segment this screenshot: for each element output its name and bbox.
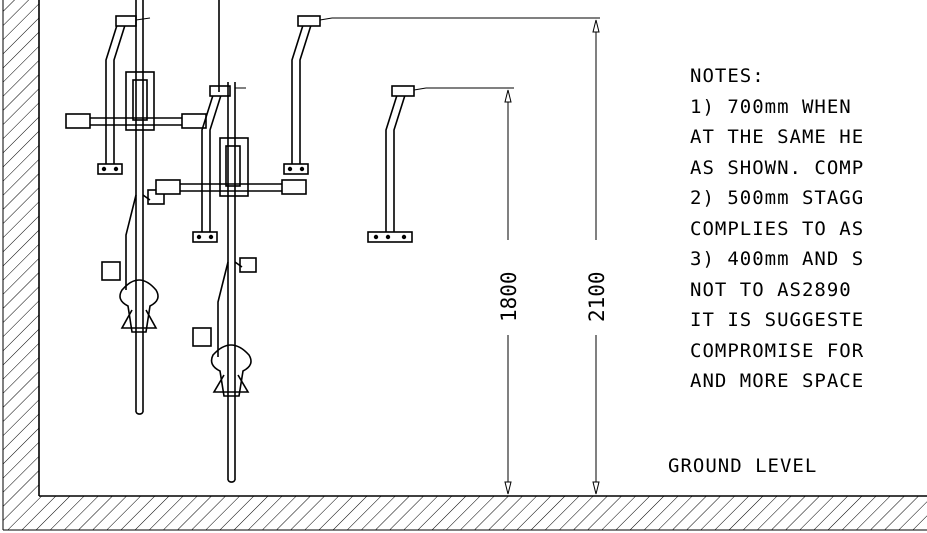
note-line: IT IS SUGGESTE xyxy=(690,309,864,331)
ground-hatch xyxy=(3,495,927,531)
hanging-bike-2 xyxy=(155,0,307,483)
dimension-1800-label: 1800 xyxy=(497,271,521,322)
wall-rack-1 xyxy=(97,15,151,175)
notes-heading: NOTES: xyxy=(690,65,765,87)
note-line: 2) 500mm STAGG xyxy=(690,187,864,209)
ground-level-label: GROUND LEVEL xyxy=(668,455,817,477)
note-line: AND MORE SPACE xyxy=(690,370,864,392)
notes-block: NOTES: 1) 700mm WHEN AT THE SAME HE AS S… xyxy=(690,65,864,392)
dimension-1800: 1800 xyxy=(497,89,521,495)
wall-rack-2 xyxy=(192,85,231,243)
wall-hatch xyxy=(2,0,40,530)
note-line: 3) 400mm AND S xyxy=(690,248,864,270)
note-line: COMPROMISE FOR xyxy=(690,340,864,362)
note-line: AT THE SAME HE xyxy=(690,126,864,148)
note-line: NOT TO AS2890 xyxy=(690,279,852,301)
note-line: AS SHOWN. COMP xyxy=(690,157,864,179)
note-line: 1) 700mm WHEN xyxy=(690,96,852,118)
note-line: COMPLIES TO AS xyxy=(690,218,864,240)
dimension-2100-label: 2100 xyxy=(585,271,609,322)
hanging-bike-1 xyxy=(65,0,207,415)
wall-rack-4 xyxy=(367,85,427,243)
wall-rack-3 xyxy=(283,15,333,175)
dimension-2100: 2100 xyxy=(585,19,609,495)
